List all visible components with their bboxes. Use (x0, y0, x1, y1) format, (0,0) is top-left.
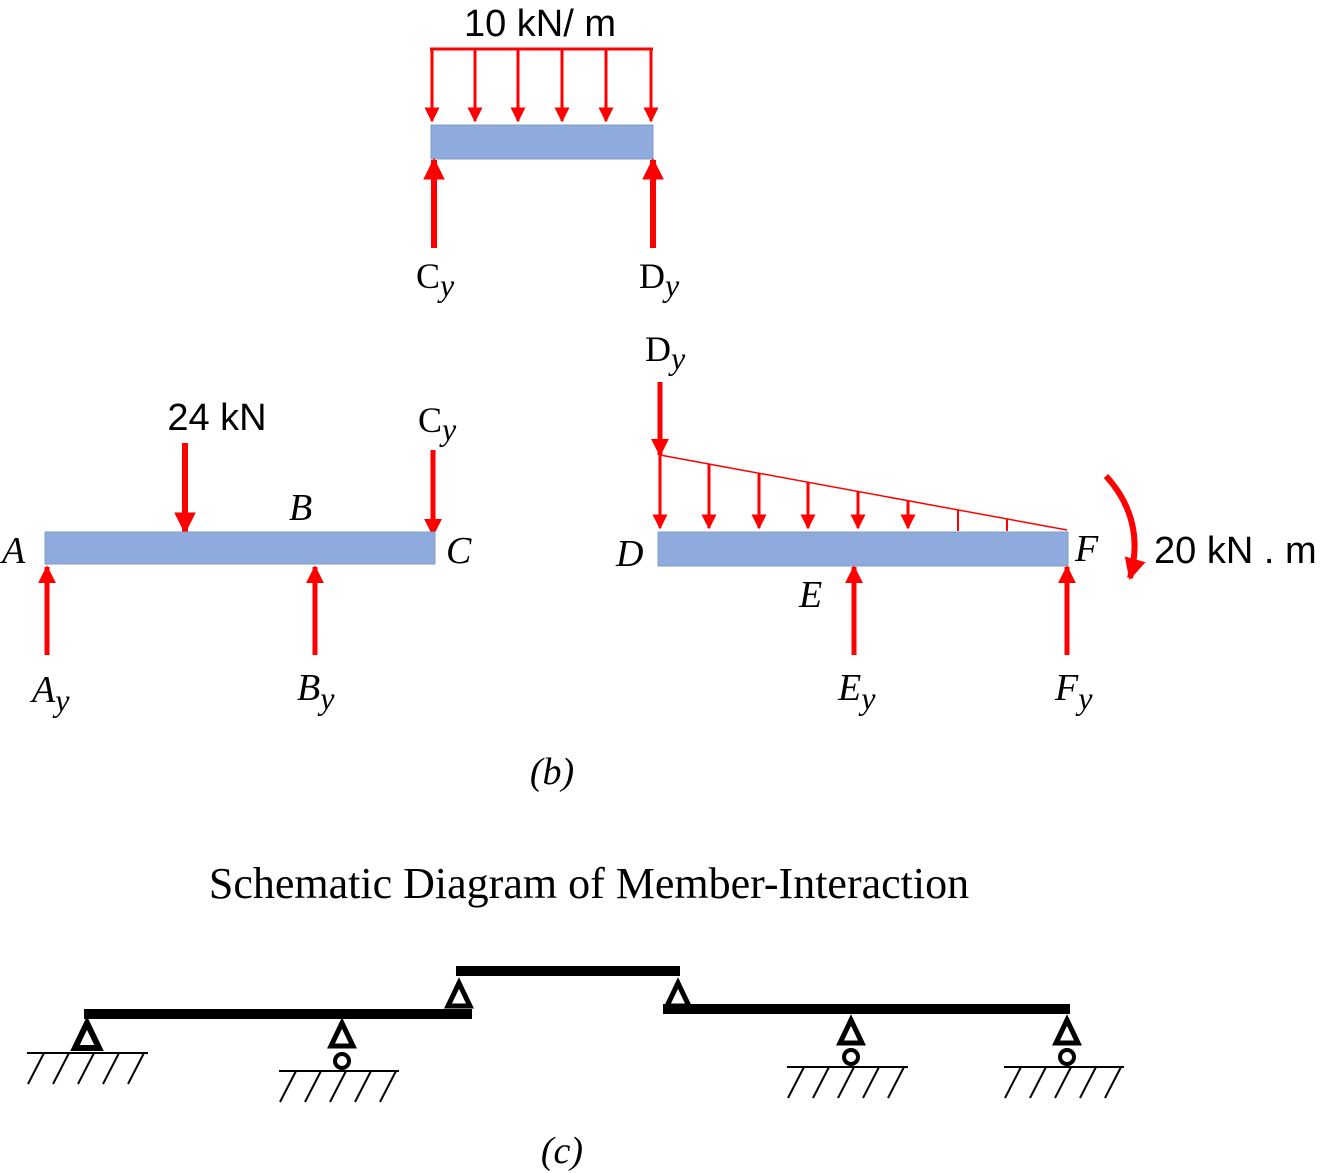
caption-b: (b) (530, 751, 574, 793)
label-dy-right: Dy (645, 329, 686, 376)
hinge-c (444, 977, 474, 1009)
distributed-load-arrows (424, 49, 659, 123)
label-dy-top: Dy (639, 256, 680, 303)
schematic-title: Schematic Diagram of Member-Interaction (209, 859, 969, 908)
ground-hatch (1004, 1066, 1122, 1099)
support-triangle (70, 1016, 104, 1051)
caption-c: (c) (541, 1130, 583, 1172)
left-member: 24 kN Cy A B C Ay By (0, 397, 472, 718)
label-by: By (297, 667, 335, 716)
label-cy-left: Cy (418, 400, 457, 447)
node-f-label: F (1074, 528, 1099, 570)
roller (842, 1048, 860, 1066)
node-a-label: A (0, 530, 26, 572)
schematic: Schematic Diagram of Member-Interaction (27, 859, 1124, 1172)
ground-hatch (27, 1052, 145, 1085)
support-triangle (327, 1017, 357, 1049)
beam-df (657, 531, 1069, 567)
top-member: 10 kN/ m Cy Dy (416, 3, 680, 303)
distributed-load-label: 10 kN/ m (464, 3, 616, 45)
beam-cd (430, 124, 654, 160)
node-b-label: B (289, 487, 312, 529)
triangular-load-arrows (652, 455, 1008, 531)
pin-support-a (27, 1016, 148, 1085)
support-triangle (836, 1014, 866, 1046)
support-triangle (1052, 1014, 1082, 1046)
label-fy: Fy (1054, 667, 1093, 716)
roller-support-f (1004, 1014, 1124, 1099)
moment-arrow (1103, 473, 1146, 581)
roller-support-e (787, 1014, 908, 1099)
beam-ac (44, 531, 436, 565)
node-e-label: E (798, 574, 822, 616)
moment-label: 20 kN . m (1154, 530, 1317, 572)
node-c-label: C (446, 530, 472, 572)
triangular-load-top (659, 454, 1068, 531)
right-member: Dy D E F 20 kN . m Ey Fy (615, 329, 1317, 716)
roller (1058, 1048, 1076, 1066)
node-d-label: D (615, 533, 643, 575)
label-ay: Ay (29, 669, 70, 718)
roller (333, 1052, 351, 1070)
label-cy-top: Cy (416, 256, 455, 303)
roller-support-b (279, 1017, 399, 1103)
ground-hatch (787, 1066, 905, 1099)
hinge-d (663, 977, 693, 1009)
point-load-label: 24 kN (167, 397, 266, 439)
ground-hatch (279, 1070, 397, 1103)
label-ey: Ey (837, 667, 876, 716)
